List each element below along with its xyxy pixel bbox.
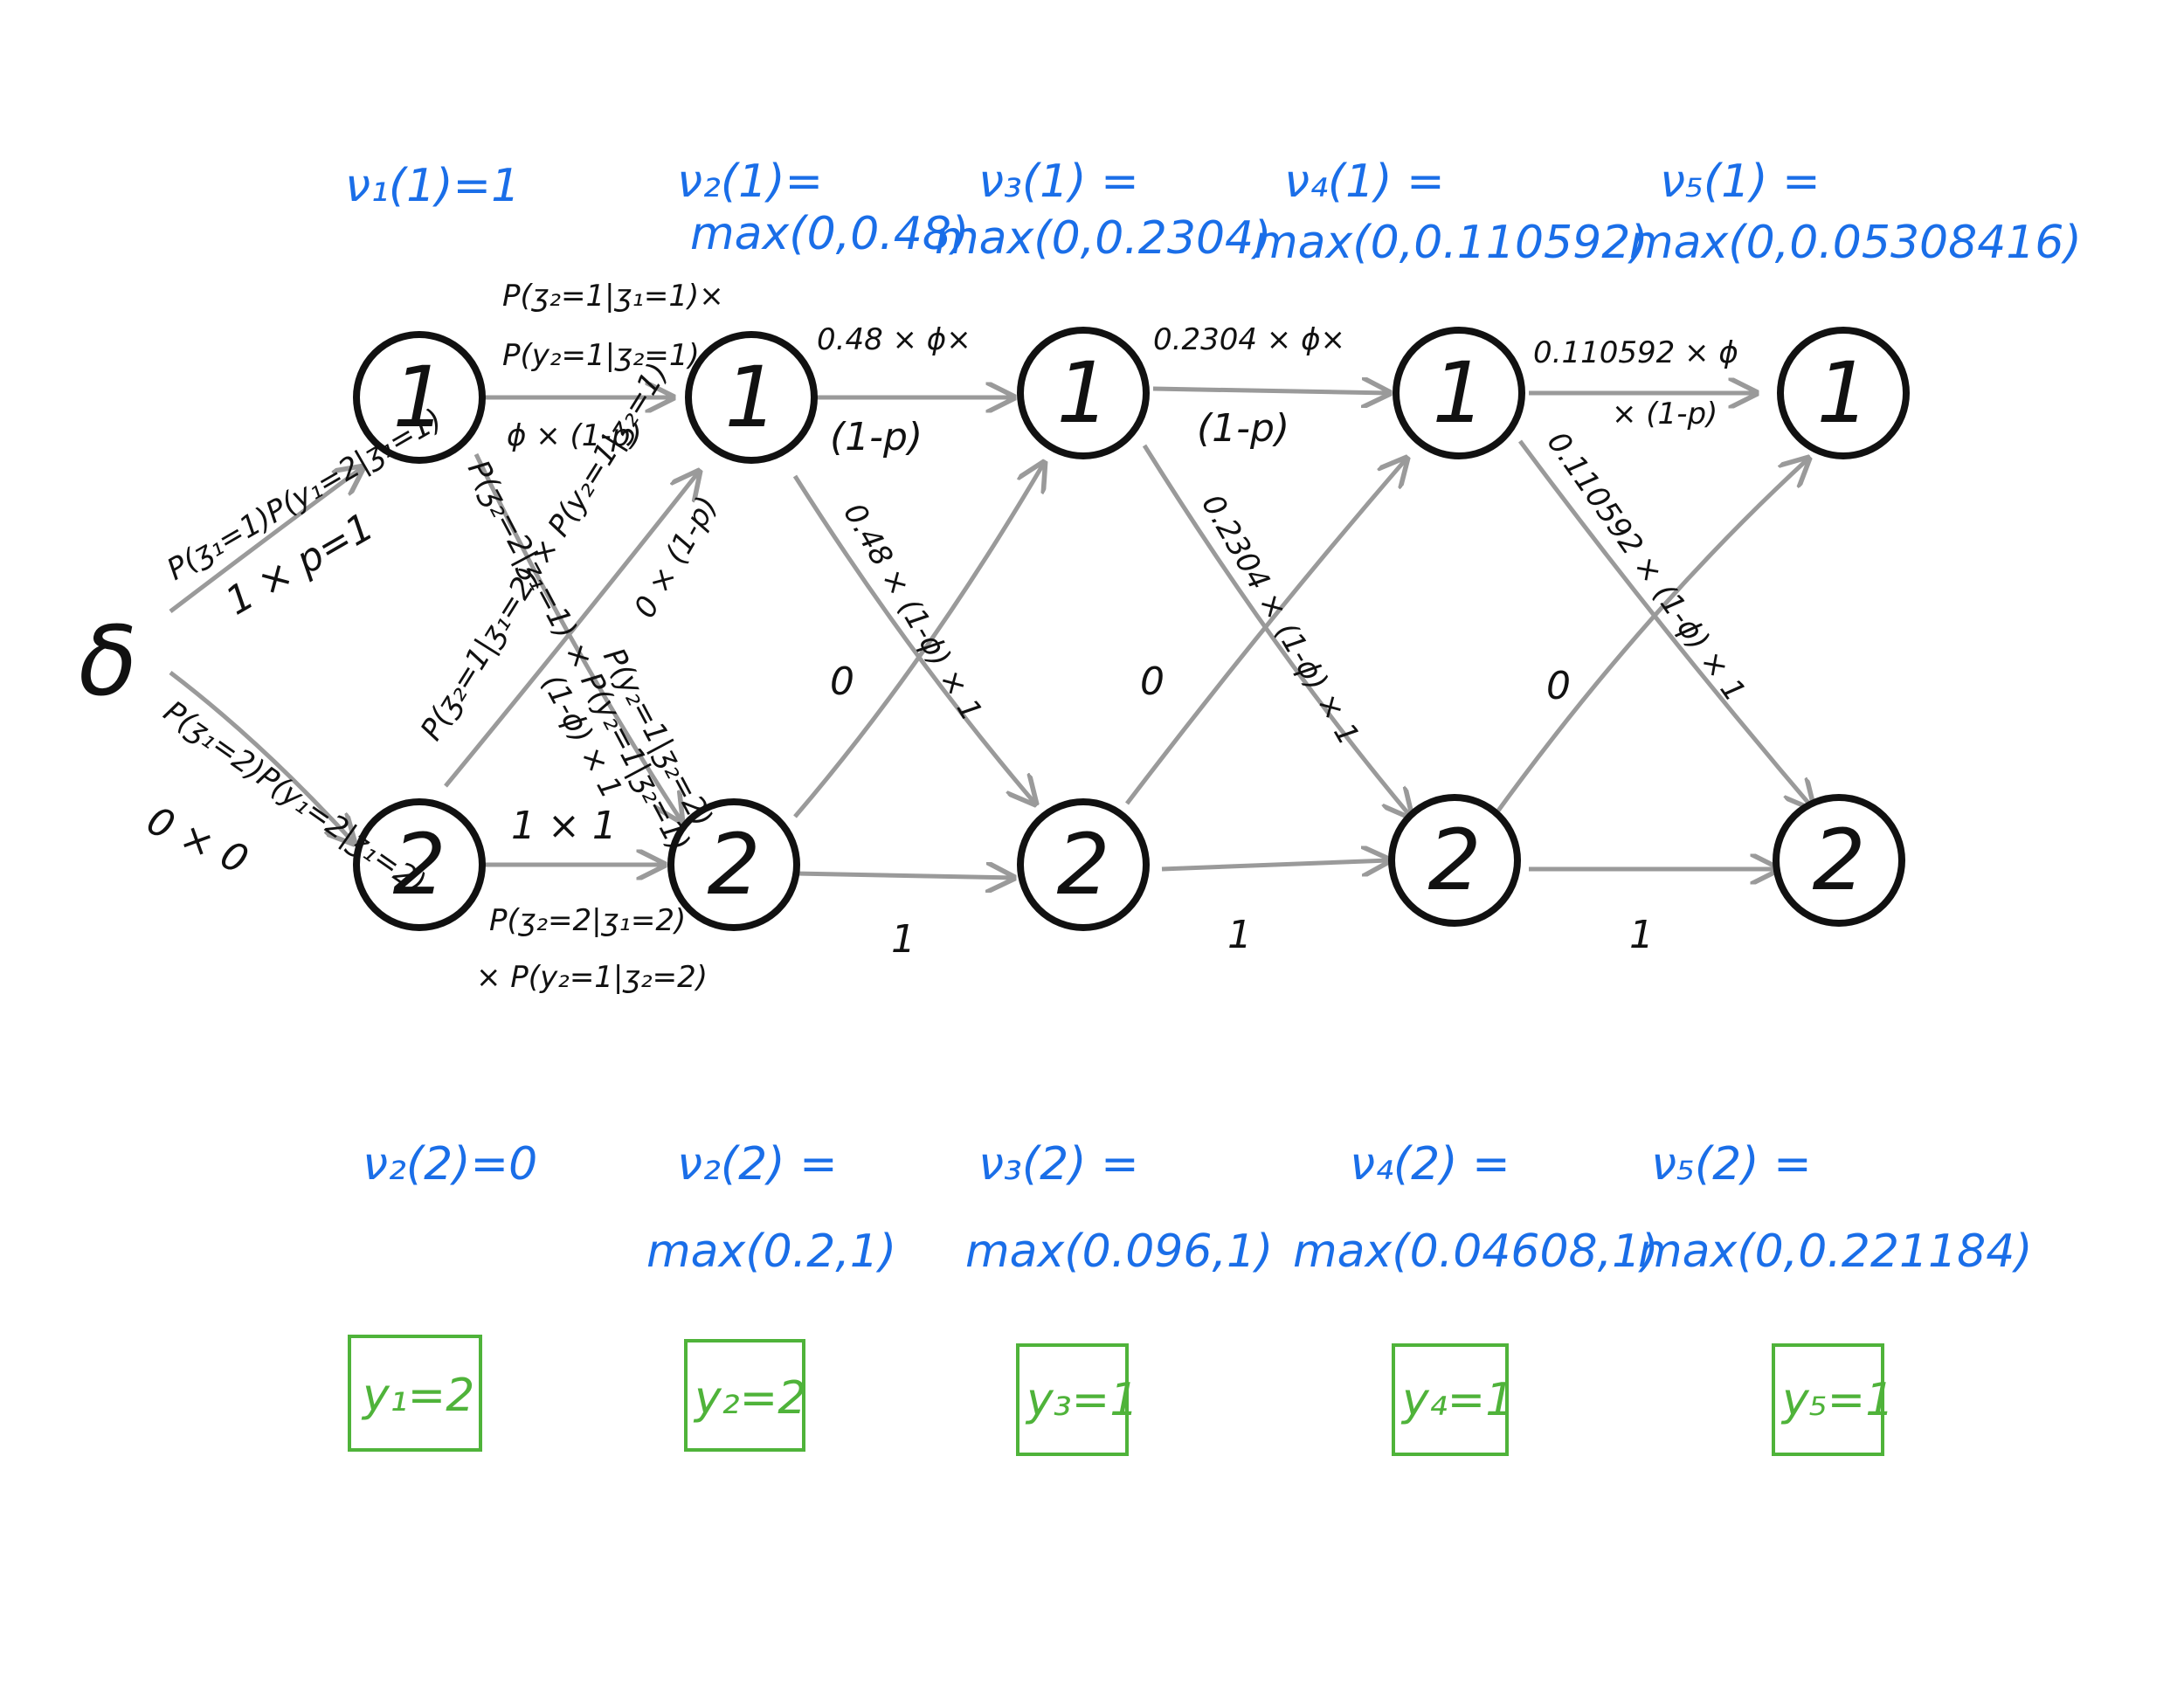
v-t2-state2-label: ν₂(2) = <box>677 1138 838 1191</box>
edge-label-start-to-2-a: P(ʒ₁=2)P(y₁=2|ʒ₁=2) <box>157 694 432 901</box>
edge-3-2-to-4-1 <box>1125 459 1406 805</box>
node-t4-state2: 2 <box>1388 794 1521 927</box>
edge-label-1-2-to-2-2-b: P(ʒ₂=2|ʒ₁=2) <box>489 903 686 938</box>
node-t3-state1: 1 <box>1017 327 1150 459</box>
edge-4-2-to-5-1 <box>1491 459 1808 818</box>
v-t1-state1-label: ν₁(1)=1 <box>345 160 520 212</box>
svg-text:2: 2 <box>1812 811 1865 909</box>
v-t3-state1-expr: max(0,0.2304) <box>935 212 1271 265</box>
v-t2-state1-expr: max(0,0.48) <box>690 208 969 260</box>
edge-label-1-2-to-2-1-b: 0 × (1-p) <box>627 490 725 624</box>
svg-text:2: 2 <box>707 816 760 914</box>
v-t5-state1-label: ν₅(1) = <box>1660 155 1821 208</box>
v-t4-state2-label: ν₄(2) = <box>1350 1138 1510 1191</box>
svg-text:y₃=1: y₃=1 <box>1025 1374 1138 1426</box>
edge-label-2-2-to-3-2: 1 <box>891 917 916 962</box>
svg-text:1: 1 <box>1816 344 1870 442</box>
node-t5-state2: 2 <box>1773 794 1905 927</box>
svg-text:y₂=2: y₂=2 <box>693 1372 806 1425</box>
v-t5-state2-expr: max(0,0.221184) <box>1638 1225 2033 1278</box>
edge-label-4-2-to-5-2: 1 <box>1629 913 1654 957</box>
svg-text:1: 1 <box>392 349 446 446</box>
edge-label-2-1-to-3-2: 0.48 × (1-ϕ) × 1 <box>836 498 989 728</box>
v-t2-state1-label: ν₂(1)= <box>677 155 823 208</box>
edge-label-4-1-to-5-2: 0.110592 × (1-ϕ) × 1 <box>1540 425 1752 708</box>
edge-1-1-to-2-2 <box>473 452 681 821</box>
edge-label-4-1-to-5-1-b: × (1-p) <box>1612 397 1717 431</box>
edge-label-4-1-to-5-1-a: 0.110592 × ϕ <box>1533 335 1738 370</box>
edge-label-2-1-to-3-1-a: 0.48 × ϕ× <box>817 322 971 357</box>
edge-2-1-to-3-2 <box>792 474 1035 804</box>
edge-3-1-to-4-1 <box>1152 389 1389 393</box>
edge-label-4-2-to-5-1: 0 <box>1546 664 1571 708</box>
v-t4-state2-expr: max(0.04608,1) <box>1293 1225 1659 1278</box>
node-t3-state2: 2 <box>1017 798 1150 931</box>
v-t3-state2-expr: max(0.096,1) <box>965 1225 1273 1278</box>
svg-text:1: 1 <box>724 349 778 446</box>
svg-text:y₅=1: y₅=1 <box>1780 1374 1894 1426</box>
decision-t5: y₅=1 <box>1772 1343 1894 1456</box>
edge-start-to-1 <box>169 467 363 613</box>
edge-label-start-to-2-b: 0 × 0 <box>140 798 254 883</box>
node-t2-state1: 1 <box>685 331 818 464</box>
edge-label-3-1-to-4-1-a: 0.2304 × ϕ× <box>1153 322 1345 357</box>
v-t2-state2-expr: max(0.2,1) <box>646 1225 896 1278</box>
edge-label-1-1-to-2-1-c: ϕ × (1-p) <box>507 418 642 453</box>
decision-t3: y₃=1 <box>1016 1343 1138 1456</box>
decision-t4: y₄=1 <box>1392 1343 1514 1456</box>
v-t5-state1-expr: max(0,0.05308416) <box>1629 217 2082 269</box>
edge-label-3-1-to-4-1-b: (1-p) <box>1197 406 1289 451</box>
node-t1-state1: 1 <box>353 331 486 464</box>
edge-label-1-1-to-2-1-a: P(ʒ₂=1|ʒ₁=1)× <box>502 279 724 314</box>
edge-4-1-to-5-2 <box>1517 439 1813 808</box>
svg-text:2: 2 <box>1427 811 1481 909</box>
edge-2-2-to-3-2 <box>794 873 1013 878</box>
edge-label-3-1-to-4-2: 0.2304 × (1-ϕ) × 1 <box>1194 489 1365 751</box>
v-t4-state1-label: ν₄(1) = <box>1284 155 1445 208</box>
svg-text:y₄=1: y₄=1 <box>1400 1374 1514 1426</box>
v-t3-state1-label: ν₃(1) = <box>978 155 1139 208</box>
edge-label-1-1-to-2-1-b: P(y₂=1|ʒ₂=1) <box>502 338 700 373</box>
edge-1-2-to-2-1 <box>444 472 699 788</box>
edge-label-1-2-to-2-2-a: 1 × 1 <box>511 804 617 848</box>
edge-start-to-2 <box>169 671 354 843</box>
svg-text:1: 1 <box>1432 344 1485 442</box>
node-t2-state2: 2 <box>667 798 800 931</box>
edge-label-1-2-to-2-2-c: × P(y₂=1|ʒ₂=2) <box>476 960 708 995</box>
edge-label-3-2-to-4-1: 0 <box>1140 659 1165 704</box>
node-t4-state1: 1 <box>1393 327 1525 459</box>
edge-label-2-2-to-3-1: 0 <box>830 659 854 704</box>
edge-label-2-1-to-3-1-b: (1-p) <box>830 415 923 459</box>
svg-text:1: 1 <box>1056 344 1109 442</box>
decision-t2: y₂=2 <box>684 1339 806 1452</box>
svg-text:2: 2 <box>392 816 446 914</box>
decision-t1: y₁=2 <box>348 1335 482 1452</box>
v-t3-state2-label: ν₃(2) = <box>978 1138 1139 1191</box>
v-t1-state2-label: ν₂(2)=0 <box>363 1138 537 1191</box>
edge-2-2-to-3-1 <box>793 463 1044 818</box>
svg-text:2: 2 <box>1056 816 1109 914</box>
node-t5-state1: 1 <box>1777 327 1910 459</box>
v-t4-state1-expr: max(0,0.110592) <box>1254 217 1648 269</box>
svg-text:y₁=2: y₁=2 <box>361 1370 474 1422</box>
edge-3-1-to-4-2 <box>1142 444 1411 817</box>
v-t5-state2-label: ν₅(2) = <box>1651 1138 1812 1191</box>
edge-label-3-2-to-4-2: 1 <box>1227 913 1252 957</box>
node-t1-state2: 2 <box>353 798 486 931</box>
edge-3-2-to-4-2 <box>1161 860 1389 869</box>
start-symbol: δ <box>79 605 137 717</box>
